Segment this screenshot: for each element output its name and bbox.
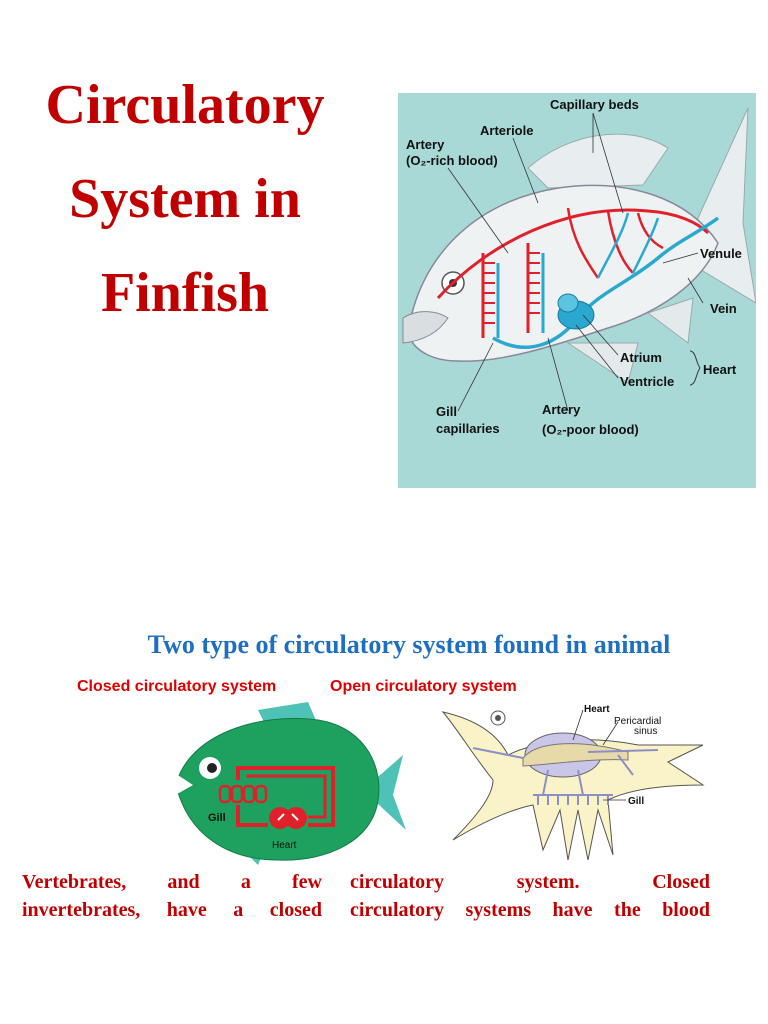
body-text-right: circulatory system. Closed circulatory s… bbox=[350, 868, 710, 924]
fish-circulation-diagram: Capillary beds Arteriole Artery (O₂-rich… bbox=[398, 93, 756, 488]
invertebrate-illustration bbox=[441, 709, 705, 861]
label-artery-rich-1: Artery bbox=[406, 137, 445, 152]
body-text-left: Vertebrates, and a few invertebrates, ha… bbox=[22, 868, 322, 924]
green-fish-illustration bbox=[170, 702, 406, 865]
body-right-line-2: circulatory systems have the blood bbox=[350, 899, 710, 921]
label-artery-rich-2: (O₂-rich blood) bbox=[406, 153, 498, 168]
title-line-2: System in bbox=[69, 168, 301, 230]
label-gill-1: Gill bbox=[436, 404, 457, 419]
open-system-label: Open circulatory system bbox=[330, 678, 517, 695]
closed-system-label: Closed circulatory system bbox=[77, 678, 277, 695]
body-right-line-1: circulatory system. Closed bbox=[350, 871, 710, 893]
label-venule: Venule bbox=[700, 246, 742, 261]
closed-gill-label: Gill bbox=[208, 812, 226, 824]
open-system-figure: Heart Pericardial sinus Gill bbox=[438, 700, 710, 861]
open-gill-label: Gill bbox=[628, 796, 645, 807]
body-left-line-1: Vertebrates, and a few bbox=[22, 871, 322, 893]
label-heart: Heart bbox=[703, 362, 737, 377]
label-capillary-beds: Capillary beds bbox=[550, 97, 639, 112]
label-artery-poor-2: (O₂-poor blood) bbox=[542, 422, 639, 437]
closed-system-figure: Gill Heart bbox=[168, 700, 408, 870]
pericardial-label-2: sinus bbox=[634, 726, 658, 737]
title-line-3: Finfish bbox=[100, 262, 270, 324]
page-title: Circulatory System in Finfish bbox=[10, 58, 360, 340]
pericardial-label-1: Pericardial bbox=[614, 716, 662, 727]
label-atrium: Atrium bbox=[620, 350, 662, 365]
open-heart-label: Heart bbox=[584, 704, 610, 715]
section-heading: Two type of circulatory system found in … bbox=[147, 630, 671, 659]
closed-heart-label: Heart bbox=[272, 840, 297, 851]
label-vein: Vein bbox=[710, 301, 737, 316]
fish-illustration bbox=[402, 107, 756, 412]
label-arteriole: Arteriole bbox=[480, 123, 534, 138]
title-line-1: Circulatory bbox=[45, 74, 325, 136]
label-artery-poor-1: Artery bbox=[542, 402, 581, 417]
label-ventricle: Ventricle bbox=[620, 374, 675, 389]
body-left-line-2: invertebrates, have a closed bbox=[22, 899, 322, 921]
label-gill-2: capillaries bbox=[436, 421, 500, 436]
